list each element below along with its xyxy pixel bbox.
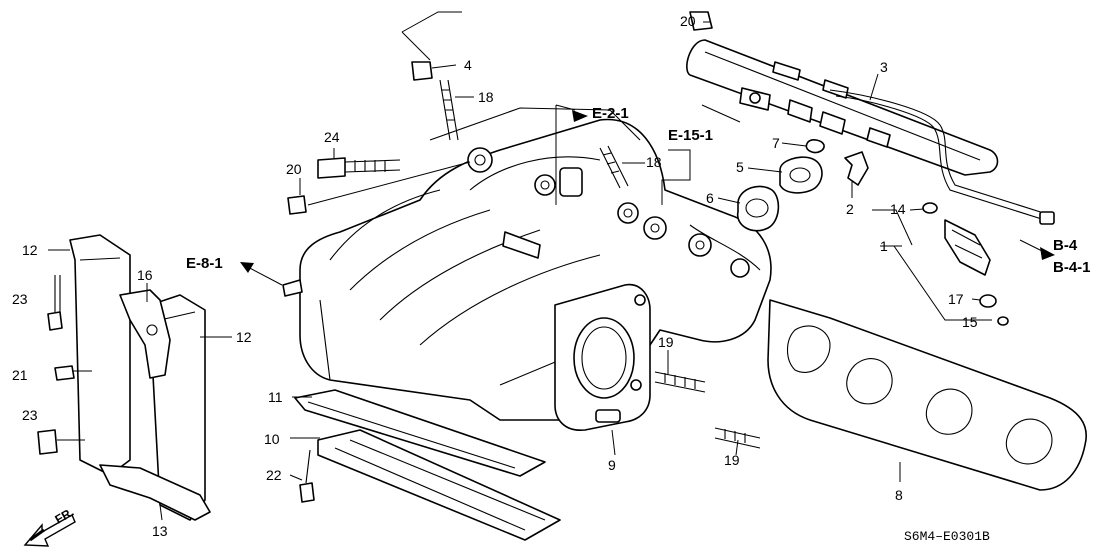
callout-19-upper: 19 bbox=[658, 334, 674, 350]
callout-6: 6 bbox=[706, 190, 714, 206]
callout-23-upper: 23 bbox=[12, 291, 28, 307]
callout-18-top: 18 bbox=[478, 89, 494, 105]
callout-20-top: 20 bbox=[680, 13, 696, 29]
callout-22: 22 bbox=[266, 467, 282, 483]
callout-9: 9 bbox=[608, 457, 616, 473]
lower-gaskets bbox=[294, 389, 561, 541]
callout-23-lower: 23 bbox=[22, 407, 38, 423]
fuel-rail bbox=[686, 39, 1055, 225]
reference-brackets bbox=[401, 11, 1051, 256]
callout-13: 13 bbox=[152, 523, 168, 539]
diagram-code: S6M4–E0301B bbox=[904, 529, 990, 544]
ref-e-2-1: E-2-1 bbox=[592, 105, 629, 122]
reference-arrows bbox=[240, 110, 1055, 286]
callout-15: 14 bbox=[890, 201, 906, 217]
front-direction-arrow bbox=[23, 514, 76, 547]
ref-e-15-1: E-15-1 bbox=[668, 127, 713, 144]
section-references: E-2-1 E-15-1 E-8-1 B-4 B-4-1 bbox=[186, 105, 1091, 276]
manifold-gasket bbox=[767, 299, 1087, 491]
callout-2: 2 bbox=[846, 201, 854, 217]
ref-e-8-1: E-8-1 bbox=[186, 255, 223, 272]
callout-4: 4 bbox=[464, 57, 472, 73]
bracket-covers bbox=[69, 234, 211, 521]
callout-labels: 4 18 24 20 18 3 20 7 5 6 2 14 1 17 15 8 … bbox=[12, 13, 978, 539]
regulator-parts bbox=[736, 139, 869, 232]
callout-3: 3 bbox=[880, 59, 888, 75]
ref-b-4-1: B-4-1 bbox=[1053, 259, 1091, 276]
callout-12-left: 12 bbox=[22, 242, 38, 258]
callout-17: 17 bbox=[948, 291, 964, 307]
callout-14: 16 bbox=[137, 267, 153, 283]
injector-group bbox=[922, 202, 1009, 326]
callout-24: 24 bbox=[324, 129, 340, 145]
bolts bbox=[37, 11, 761, 503]
callout-18-mid: 18 bbox=[646, 154, 662, 170]
callout-8: 8 bbox=[895, 487, 903, 503]
leader-lines bbox=[48, 21, 992, 521]
intake-manifold bbox=[282, 107, 772, 421]
callout-5: 5 bbox=[736, 159, 744, 175]
callout-21: 21 bbox=[12, 367, 28, 383]
ref-b-4: B-4 bbox=[1053, 237, 1078, 254]
callout-10: 10 bbox=[264, 431, 280, 447]
callout-19-lower: 19 bbox=[724, 452, 740, 468]
throttle-flange bbox=[554, 283, 651, 431]
callout-12-right: 12 bbox=[236, 329, 252, 345]
callout-20-left: 20 bbox=[286, 161, 302, 177]
callout-7: 7 bbox=[772, 135, 780, 151]
callout-1: 1 bbox=[880, 238, 888, 254]
callout-11: 11 bbox=[268, 389, 283, 405]
callout-16: 15 bbox=[962, 314, 978, 330]
